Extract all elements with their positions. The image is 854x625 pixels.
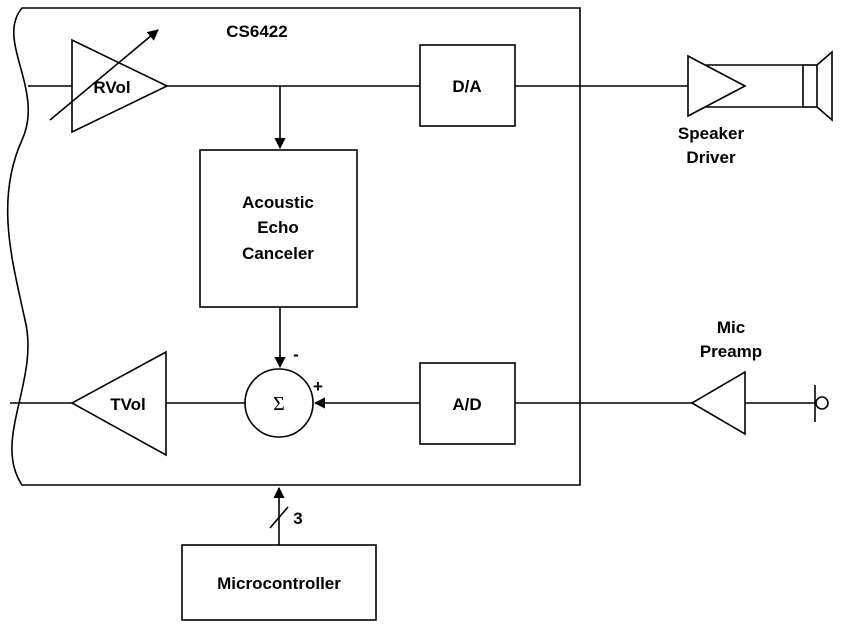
microcontroller-block xyxy=(181,544,377,621)
speaker-driver-label-2: Driver xyxy=(686,148,736,167)
summer-plus-sign: + xyxy=(313,377,323,396)
mic-preamp-label-2: Preamp xyxy=(700,342,762,361)
mic-preamp-label-1: Mic xyxy=(717,318,745,337)
ad-label: A/D xyxy=(452,395,481,414)
summing-symbol: Σ xyxy=(273,393,285,415)
speaker-driver-label-1: Speaker xyxy=(678,124,745,143)
mic-preamp-amplifier xyxy=(690,370,746,436)
microcontroller-label: Microcontroller xyxy=(217,574,341,593)
mic-icon xyxy=(815,396,829,410)
tvol-amplifier xyxy=(70,350,167,457)
speaker-cone-icon xyxy=(816,50,833,122)
rvol-label: RVol xyxy=(93,78,130,97)
speaker-icon xyxy=(802,64,818,108)
echo-canceler-block xyxy=(199,149,358,308)
echo-canceler-label-1: Acoustic xyxy=(242,193,314,212)
da-label: D/A xyxy=(452,77,481,96)
summer-minus-sign: - xyxy=(293,345,299,364)
ad-block xyxy=(419,362,516,445)
echo-canceler-label-2: Echo xyxy=(257,218,299,237)
chip-outline xyxy=(6,7,581,486)
da-block xyxy=(419,44,516,127)
bus-width-label: 3 xyxy=(293,509,302,528)
tvol-label: TVol xyxy=(110,395,146,414)
rvol-variable-arrow xyxy=(49,29,159,121)
chip-title: CS6422 xyxy=(226,22,287,41)
echo-canceler-label-3: Canceler xyxy=(242,244,314,263)
bus-slash xyxy=(269,506,289,529)
speaker-driver-amplifier xyxy=(687,54,747,118)
